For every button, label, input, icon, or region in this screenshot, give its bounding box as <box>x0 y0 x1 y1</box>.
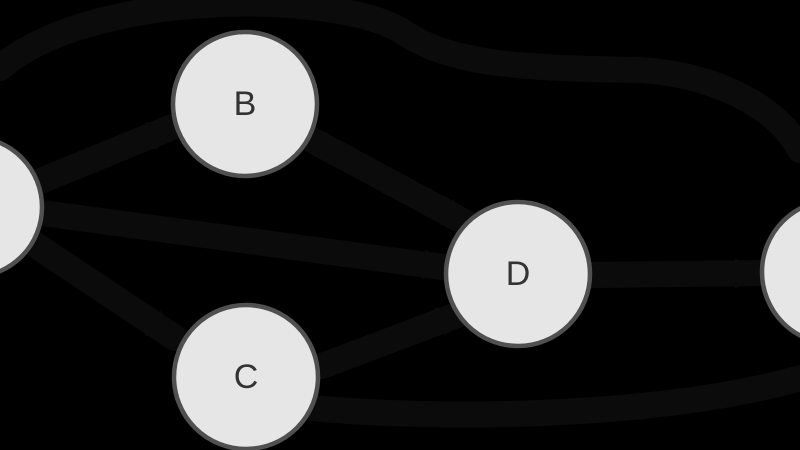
node-c-circle <box>171 302 321 450</box>
node-b-circle <box>170 29 320 179</box>
node-d-label: D <box>506 255 531 293</box>
edge-a-c <box>21 231 188 351</box>
edge-a-b <box>25 113 188 195</box>
edge-c-d <box>309 299 478 379</box>
edge-a-e <box>0 0 800 163</box>
edge-b-d <box>299 127 483 238</box>
edge-d-e <box>579 258 775 289</box>
edge-c-e <box>299 365 800 428</box>
edges-layer <box>0 0 800 428</box>
node-a-circle <box>0 140 45 274</box>
node-b[interactable]: B <box>170 29 320 179</box>
node-d[interactable]: D <box>443 199 593 349</box>
node-e[interactable] <box>759 200 800 344</box>
node-a[interactable] <box>0 137 45 277</box>
node-c[interactable]: C <box>171 302 321 450</box>
node-c-label: C <box>234 358 259 396</box>
node-e-circle <box>759 206 800 338</box>
edge-a-d <box>29 200 463 281</box>
nodes-layer: B C D <box>0 29 800 450</box>
node-d-circle <box>443 199 593 349</box>
node-b-label: B <box>234 85 257 123</box>
